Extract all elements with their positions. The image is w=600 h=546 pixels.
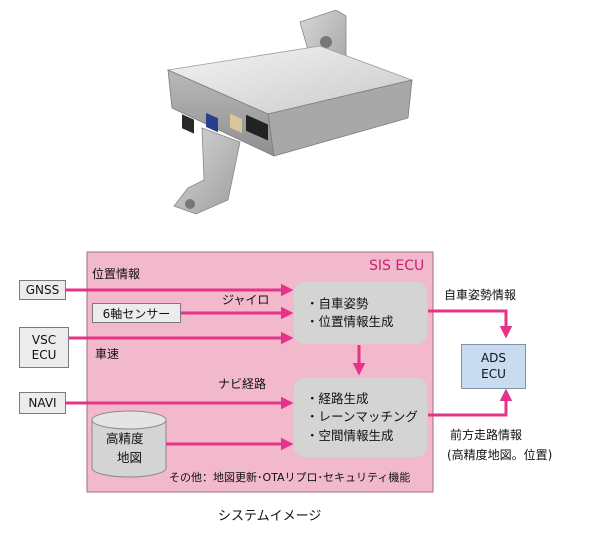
process-line: ・空間情報生成 [306,427,394,443]
bracket-hole [185,199,195,209]
connector-black [182,114,194,134]
six-axis-sensor-label: 6軸センサー [102,306,171,321]
gnss-label: GNSS [25,283,60,297]
arrow-route-to-ads [428,388,513,417]
process-line: ・自車姿勢 [306,295,369,311]
connector-main [246,114,268,141]
diagram-caption: システムイメージ [218,509,322,524]
vehicle-speed-label: 車速 [95,347,120,361]
pose-position-process: ・自車姿勢 ・位置情報生成 [294,282,427,344]
ads-ecu-label-line2: ECU [481,366,506,381]
process-line: ・レーンマッチング [306,409,418,425]
hd-map-label-line1: 高精度 [106,431,144,446]
connector-beige [230,113,242,133]
ecu-other-functions: その他：地図更新･OTAリプロ･セキュリティ機能 [169,471,411,484]
map-database-cylinder [91,410,167,478]
housing-side [267,79,413,157]
forward-path-info-label: 前方走路情報 [450,428,523,442]
gyro-label: ジャイロ [222,293,270,307]
six-axis-sensor-box: 6軸センサー [92,303,181,323]
arrow-pose-to-ads [428,309,513,339]
navi-route-label: ナビ経路 [218,377,267,391]
connector-blue [206,112,218,133]
sis-ecu-label: SIS ECU [369,258,425,274]
forward-path-detail-label: (高精度地図。位置) [447,448,553,462]
lower-bracket [173,127,241,215]
vehicle-pose-info-label: 自車姿勢情報 [444,288,517,302]
vsc-ecu-box: VSC ECU [19,327,69,368]
route-space-process: ・経路生成 ・レーンマッチング ・空間情報生成 [294,378,427,457]
process-line: ・位置情報生成 [306,314,394,329]
vsc-ecu-label-line2: ECU [31,347,57,362]
position-info-label: 位置情報 [92,267,141,281]
navi-label: NAVI [28,396,57,410]
ecu-product-photo [166,10,414,215]
bracket-hole [320,36,332,48]
navi-box: NAVI [19,392,66,414]
ads-ecu-label-line1: ADS [480,350,507,365]
gnss-box: GNSS [19,280,66,300]
ads-ecu-box: ADS ECU [461,344,526,389]
process-line: ・経路生成 [306,391,369,407]
vsc-ecu-label-line1: VSC [31,332,57,347]
hd-map-label-line2: 地図 [117,450,143,465]
